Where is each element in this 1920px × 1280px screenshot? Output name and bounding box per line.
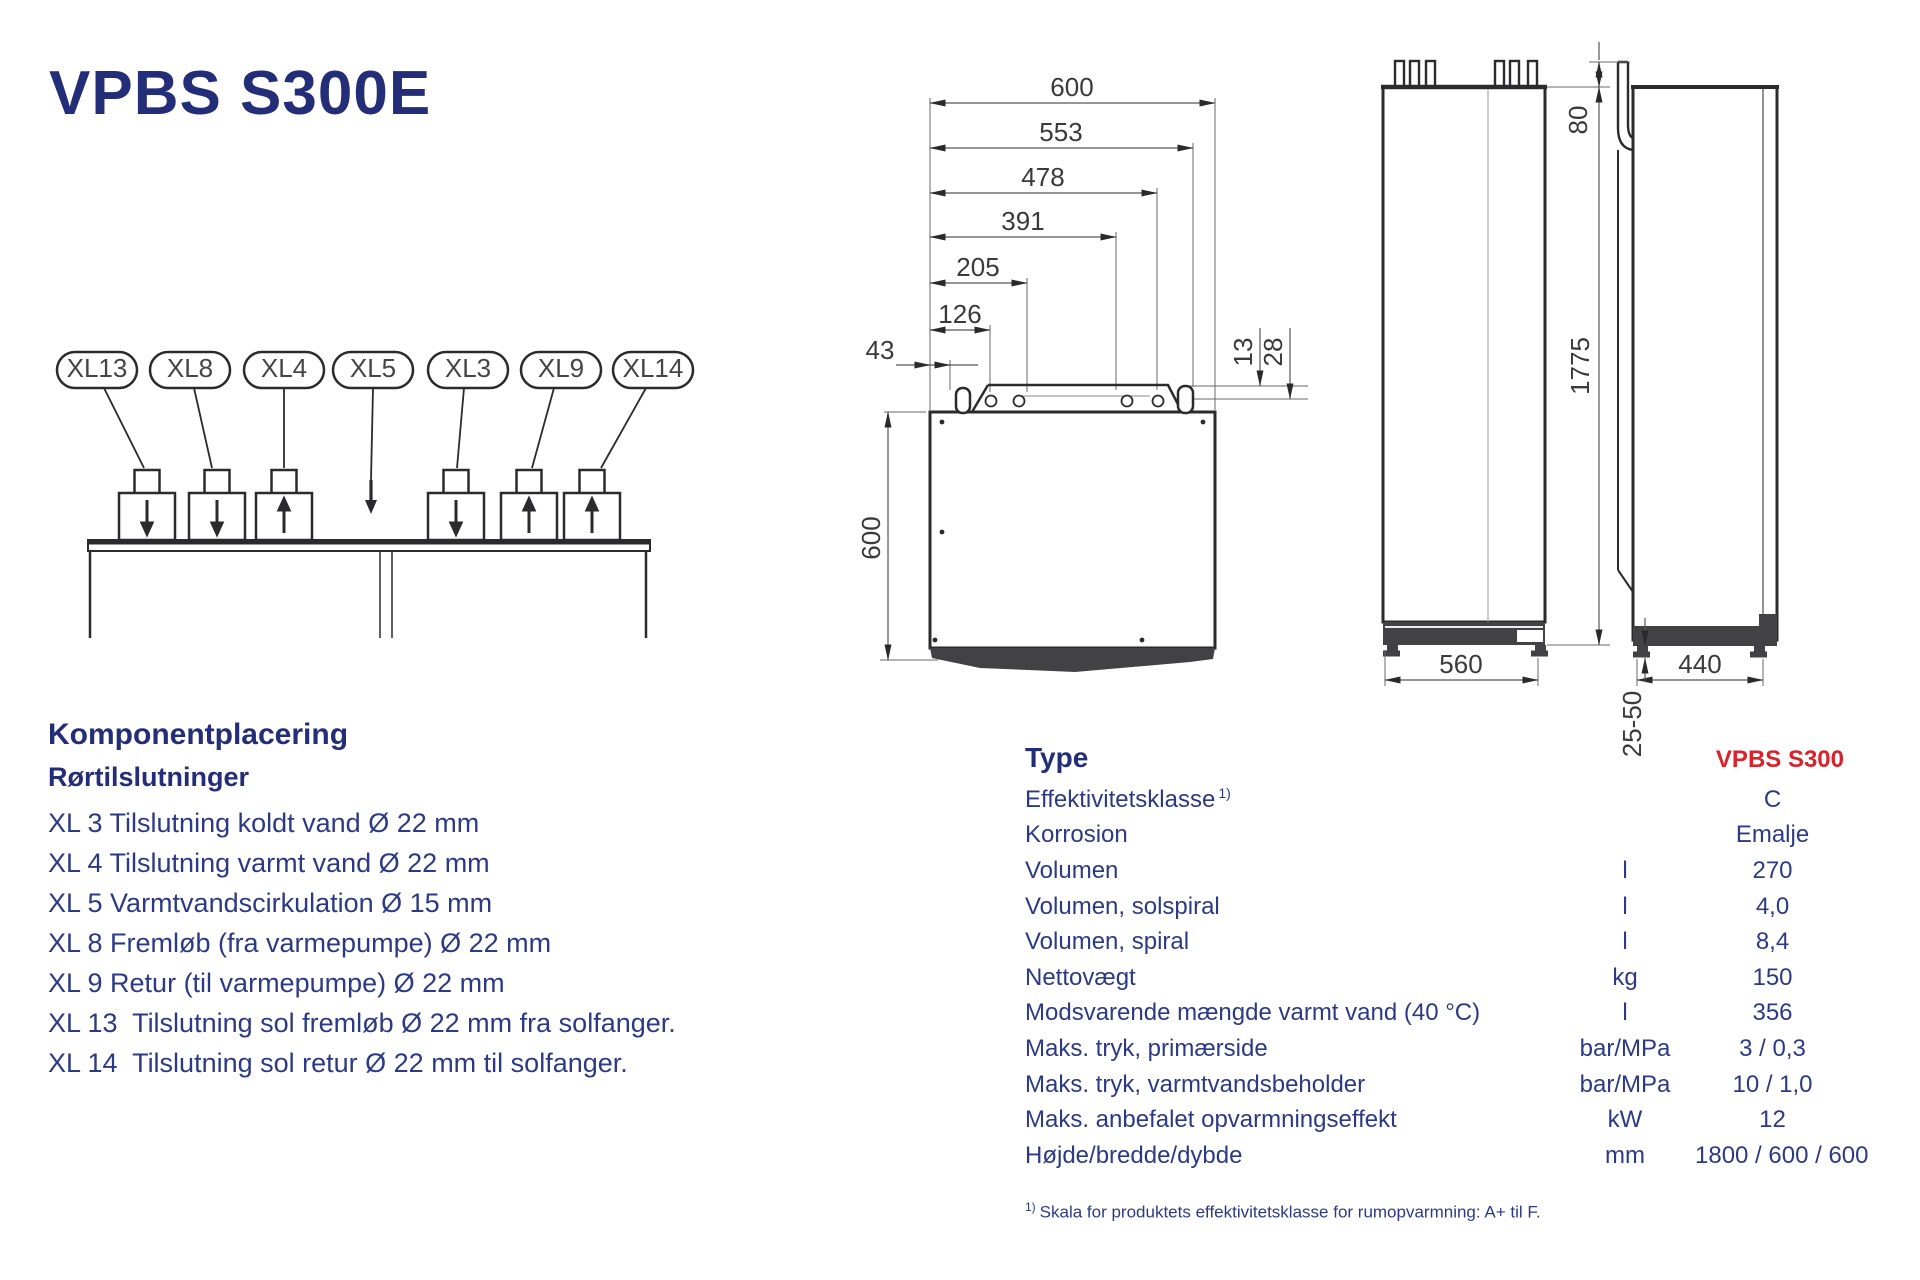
dim-13: 13	[1228, 338, 1258, 367]
spec-unit: kW	[1607, 1106, 1643, 1134]
spec-label: Maks. tryk, varmtvandsbeholder	[1025, 1070, 1366, 1098]
footnote-text: Skala for produktets effektivitetsklasse…	[1039, 1202, 1541, 1222]
spec-value: 1800 / 600 / 600	[1695, 1141, 1869, 1169]
spec-table-header: Type VPBS S300	[1025, 742, 1850, 782]
spec-unit: l	[1622, 892, 1628, 920]
dim-28: 28	[1258, 338, 1288, 367]
spec-unit: l	[1622, 999, 1628, 1027]
spec-unit: mm	[1605, 1141, 1645, 1169]
dim-25-50: 25-50	[1617, 691, 1647, 758]
dim-80: 80	[1563, 106, 1593, 135]
spec-label: Volumen	[1025, 856, 1119, 884]
tank-top-outline	[928, 410, 1217, 672]
dim-391: 391	[1001, 206, 1044, 236]
spec-unit: l	[1622, 928, 1628, 956]
pill-label-xl8: XL8	[167, 353, 213, 383]
pipe-connection-item: XL 3 Tilslutning koldt vand Ø 22 mm	[48, 808, 480, 838]
spec-value: Emalje	[1735, 821, 1810, 849]
spec-row: Nettovægt kg 150	[1025, 960, 1850, 996]
footnote: 1)Skala for produktets effektivitetsklas…	[1025, 1200, 1541, 1223]
spec-label: Volumen, spiral	[1025, 928, 1190, 956]
top-view-drawing: 600 553 478 391 205 126 43 600 13 28	[860, 72, 1308, 672]
spec-label: Effektivitetsklasse	[1025, 786, 1216, 814]
spec-row: Volumen l 270	[1025, 853, 1850, 889]
dim-width-600: 600	[1050, 72, 1093, 102]
spec-value: 4,0	[1755, 892, 1790, 920]
spec-value: 3 / 0,3	[1739, 1034, 1806, 1062]
pill-label-xl9: XL9	[538, 353, 584, 383]
spec-label: Modsvarende mængde varmt vand (40 °C)	[1025, 999, 1481, 1027]
spec-unit: bar/MPa	[1579, 1034, 1671, 1062]
spec-label: Maks. tryk, primærside	[1025, 1034, 1268, 1062]
xl5-flow-arrow	[365, 480, 377, 514]
dim-553: 553	[1039, 117, 1082, 147]
front-view	[1381, 59, 1548, 657]
front-side-view-drawing: 80 1775 560 440 25-50	[1381, 42, 1779, 758]
section-subheading-rortilslutninger: Rørtilslutninger	[48, 762, 249, 792]
spec-row: Modsvarende mængde varmt vand (40 °C) l …	[1025, 996, 1850, 1032]
spec-label: Nettovægt	[1025, 963, 1136, 991]
spec-value: 150	[1752, 963, 1793, 991]
spec-value: C	[1763, 785, 1782, 813]
dim-43: 43	[866, 335, 895, 365]
pill-label-xl4: XL4	[261, 353, 307, 383]
plinth-label	[1517, 630, 1543, 642]
component-placement-diagram: XL13 XL8 XL4 XL5 XL3 XL9 XL14	[55, 350, 695, 638]
pipe-connection-item: XL 14 Tilslutning sol retur Ø 22 mm til …	[48, 1048, 628, 1078]
pipe-connection-item: XL 13 Tilslutning sol fremløb Ø 22 mm fr…	[48, 1008, 676, 1038]
dimension-lines	[1384, 42, 1764, 684]
dim-440: 440	[1678, 649, 1721, 679]
page-title: VPBS S300E	[49, 59, 432, 128]
dim-205: 205	[956, 252, 999, 282]
pipe-connection-list: XL 3 Tilslutning koldt vand Ø 22 mm XL 4…	[48, 803, 676, 1083]
spec-row: Korrosion Emalje	[1025, 818, 1850, 854]
spec-label-sup: 1)	[1218, 785, 1231, 802]
pill-label-xl3: XL3	[445, 353, 491, 383]
spec-row: Højde/bredde/dybde mm 1800 / 600 / 600	[1025, 1138, 1869, 1174]
pipe-connection-item: XL 8 Fremløb (fra varmepumpe) Ø 22 mm	[48, 928, 552, 958]
pill-label-xl14: XL14	[623, 353, 684, 383]
dimension-lines	[884, 99, 1294, 661]
spec-row: Maks. anbefalet opvarmningseffekt kW 12	[1025, 1102, 1850, 1138]
leader-lines	[103, 387, 647, 481]
pipe-connection-item: XL 5 Varmtvandscirkulation Ø 15 mm	[48, 888, 493, 918]
footnote-sup: 1)	[1025, 1200, 1036, 1214]
spec-row: Maks. tryk, varmtvandsbeholder bar/MPa 1…	[1025, 1067, 1850, 1103]
spec-label: Volumen, solspiral	[1025, 892, 1220, 920]
dim-478: 478	[1021, 162, 1064, 192]
connector-flow-arrows	[139, 495, 600, 538]
dim-depth-600: 600	[860, 516, 886, 559]
dim-1775: 1775	[1565, 337, 1595, 395]
side-view	[1616, 60, 1779, 658]
bench	[87, 539, 651, 638]
pipe-connection-item: XL 4 Tilslutning varmt vand Ø 22 mm	[48, 848, 490, 878]
spec-value: 270	[1752, 856, 1793, 884]
pill-label-xl5: XL5	[350, 353, 396, 383]
rear-pipe	[1616, 60, 1634, 152]
spec-value: 356	[1752, 999, 1793, 1027]
section-heading-komponentplacering: Komponentplacering	[48, 718, 349, 751]
spec-value: 12	[1759, 1106, 1786, 1134]
spec-table-title: Type	[1025, 742, 1089, 773]
spec-label: Maks. anbefalet opvarmningseffekt	[1025, 1106, 1397, 1134]
spec-unit: bar/MPa	[1579, 1070, 1671, 1098]
dim-560: 560	[1439, 649, 1482, 679]
spec-table-model: VPBS S300	[1715, 746, 1844, 773]
spec-label: Højde/bredde/dybde	[1025, 1141, 1243, 1169]
spec-value: 10 / 1,0	[1732, 1070, 1813, 1098]
dim-126: 126	[938, 299, 981, 329]
spec-row: Volumen, solspiral l 4,0	[1025, 889, 1850, 925]
spec-row: Volumen, spiral l 8,4	[1025, 924, 1850, 960]
pipe-connection-item: XL 9 Retur (til varmepumpe) Ø 22 mm	[48, 968, 505, 998]
spec-row: Maks. tryk, primærside bar/MPa 3 / 0,3	[1025, 1031, 1850, 1067]
spec-unit: kg	[1612, 963, 1638, 991]
pill-label-xl13: XL13	[67, 353, 128, 383]
spec-unit: l	[1622, 856, 1628, 884]
connection-bracket	[954, 383, 1195, 415]
spec-label: Korrosion	[1025, 821, 1128, 849]
spec-value: 8,4	[1755, 928, 1790, 956]
